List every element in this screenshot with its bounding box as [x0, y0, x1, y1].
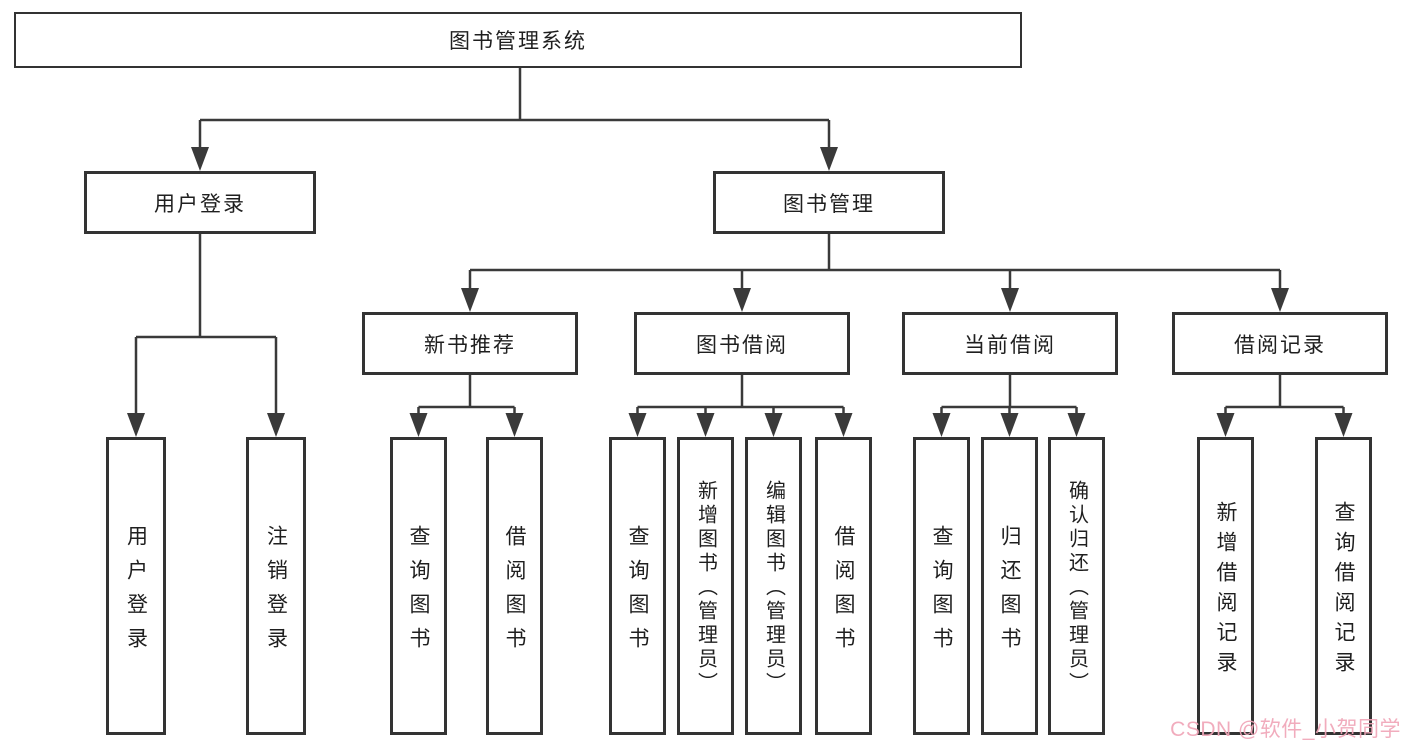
leaf-label: 注销登录 [264, 524, 288, 661]
node-current-borrowing: 当前借阅 [902, 312, 1118, 375]
node-book-borrowing: 图书借阅 [634, 312, 850, 375]
leaf-cb-query-books: 查询图书 [913, 437, 970, 735]
leaf-label: 确认归还（管理员） [1065, 480, 1088, 696]
arrowheads [127, 147, 1353, 437]
node-borrow-records: 借阅记录 [1172, 312, 1388, 375]
leaf-label: 新增借阅记录 [1214, 500, 1237, 681]
leaf-label: 新增图书（管理员） [694, 480, 717, 696]
node-book-management: 图书管理 [713, 171, 945, 234]
leaf-logout: 注销登录 [246, 437, 306, 735]
leaf-label: 查询图书 [930, 524, 953, 661]
leaf-user-login: 用户登录 [106, 437, 166, 735]
leaf-label: 查询图书 [626, 524, 649, 661]
leaf-nbr-borrow-books: 借阅图书 [486, 437, 543, 735]
leaf-label: 查询图书 [407, 524, 430, 661]
leaf-label: 用户登录 [124, 524, 148, 661]
leaf-bb-add-books-admin: 新增图书（管理员） [677, 437, 734, 735]
leaf-cb-return-books: 归还图书 [981, 437, 1038, 735]
leaf-br-query-record: 查询借阅记录 [1315, 437, 1372, 735]
node-new-book-recommend: 新书推荐 [362, 312, 578, 375]
leaf-cb-confirm-return-admin: 确认归还（管理员） [1048, 437, 1105, 735]
node-user-login: 用户登录 [84, 171, 316, 234]
leaf-label: 借阅图书 [503, 524, 526, 661]
leaf-bb-edit-books-admin: 编辑图书（管理员） [745, 437, 802, 735]
leaf-bb-borrow-books: 借阅图书 [815, 437, 872, 735]
leaf-label: 查询借阅记录 [1332, 500, 1355, 681]
node-root: 图书管理系统 [14, 12, 1022, 68]
leaf-nbr-query-books: 查询图书 [390, 437, 447, 735]
leaf-label: 编辑图书（管理员） [762, 480, 785, 696]
leaf-br-add-record: 新增借阅记录 [1197, 437, 1254, 735]
csdn-watermark: CSDN @软件_小贺同学 [1170, 718, 1401, 741]
leaf-bb-query-books: 查询图书 [609, 437, 666, 735]
leaf-label: 借阅图书 [832, 524, 855, 661]
leaf-label: 归还图书 [998, 524, 1021, 661]
